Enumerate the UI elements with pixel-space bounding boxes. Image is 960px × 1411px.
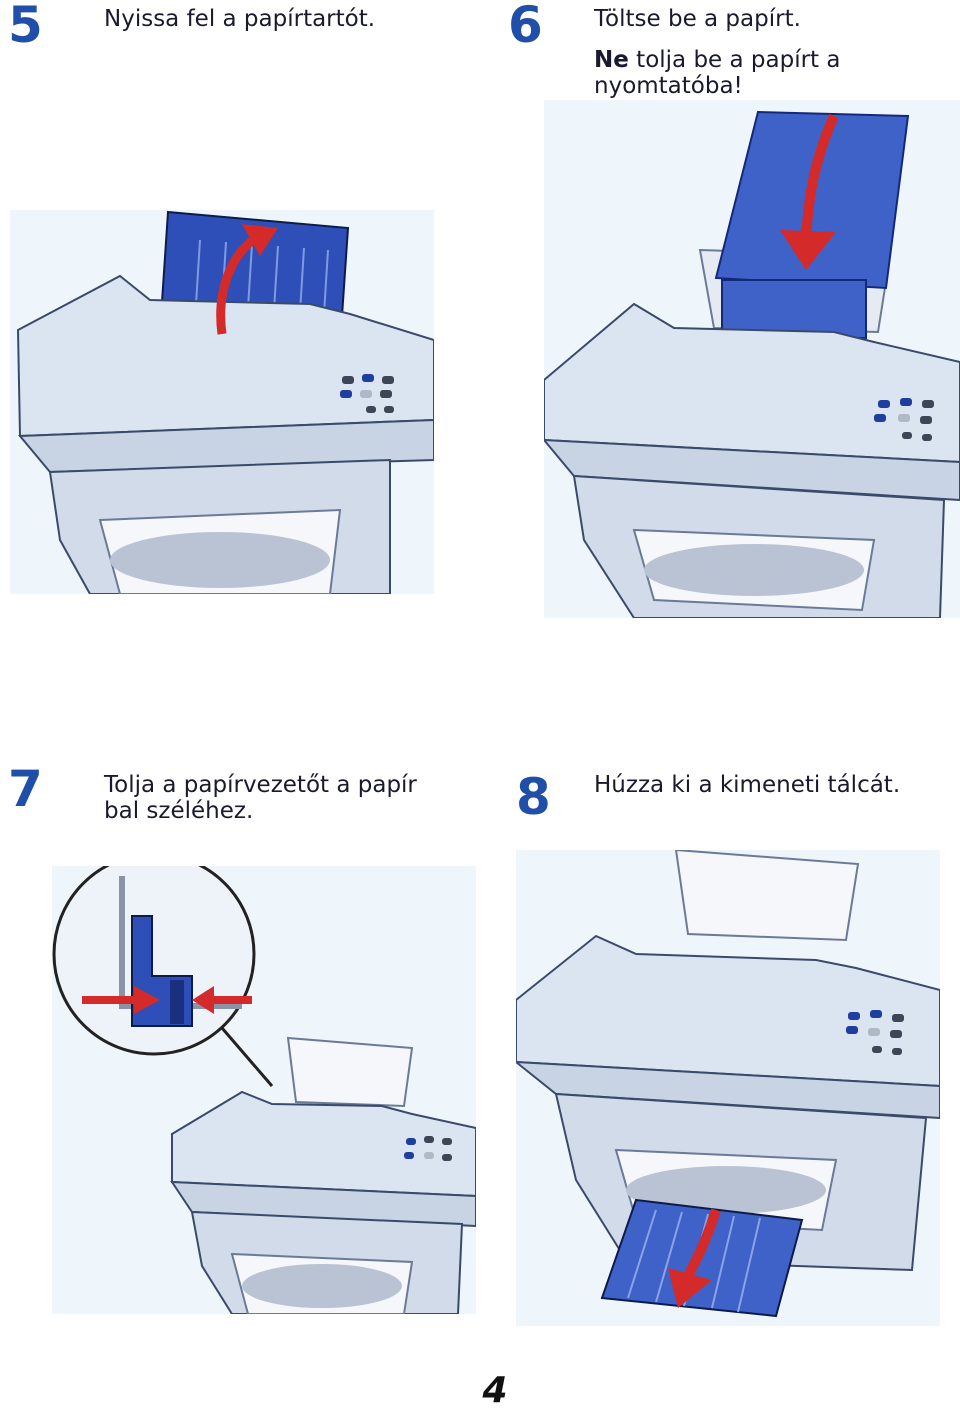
step-6-title: Töltse be a papírt. [594,6,801,32]
step-6-number: 6 [508,0,543,54]
down-arrow-icon [780,113,839,270]
step-6-warning: Ne tolja be a papírt a nyomtatóba! [594,47,840,99]
step-6-warning-text: tolja be a papírt a [628,47,841,73]
step-7-number: 7 [8,760,43,818]
illustration-output-tray [516,850,940,1326]
step-6-warning-line2: nyomtatóba! [594,73,743,99]
step-5-number: 5 [8,0,43,54]
up-arrow-icon [216,224,278,335]
step-8-number: 8 [516,768,551,826]
step-7-title: Tolja a papírvezetőt a papír bal széléhe… [104,772,417,824]
illustration-load-paper [544,100,960,618]
step-6-warning-bold: Ne [594,47,629,73]
step-7-title-line2: bal széléhez. [104,798,254,824]
step-5-title: Nyissa fel a papírtartót. [104,6,376,32]
right-arrow-icon [82,986,160,1014]
down-arrow-icon [668,1208,721,1308]
illustration-paper-guide [52,866,476,1314]
page-number: 4 [482,1370,508,1411]
step-8-title: Húzza ki a kimeneti tálcát. [594,772,901,798]
illustration-open-paper-support [10,210,434,594]
step-7-title-line1: Tolja a papírvezetőt a papír [104,772,417,798]
left-arrow-icon [192,986,252,1014]
